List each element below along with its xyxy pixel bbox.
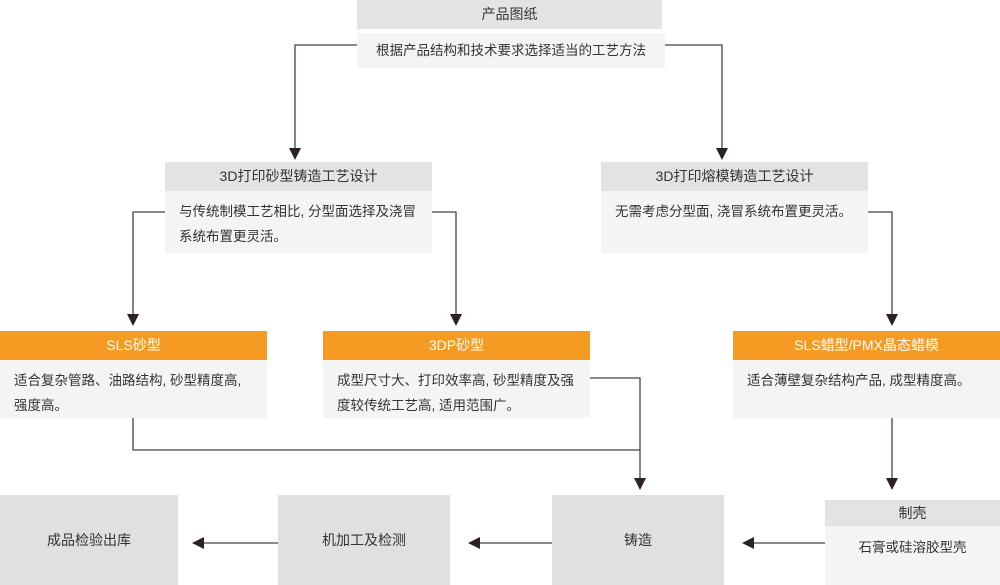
arrowhead-shell xyxy=(886,478,898,490)
arrowhead-machining xyxy=(468,537,480,549)
node-machining-label: 机加工及检测 xyxy=(322,532,406,548)
arrowhead-casting-top xyxy=(634,478,646,490)
arrowhead-sls-wax xyxy=(886,314,898,326)
node-product-drawing-body: 根据产品结构和技术要求选择适当的工艺方法 xyxy=(357,33,665,68)
arrowhead-invest-design xyxy=(716,148,728,160)
node-3dp-sand-body: 成型尺寸大、打印效率高, 砂型精度及强度较传统工艺高, 适用范围广。 xyxy=(323,360,590,418)
arrowhead-3dp-sand xyxy=(450,314,462,326)
node-casting[interactable]: 铸造 xyxy=(552,495,724,585)
node-invest-design[interactable]: 3D打印熔模铸造工艺设计 无需考虑分型面, 浇冒系统布置更灵活。 xyxy=(601,162,868,253)
node-machining[interactable]: 机加工及检测 xyxy=(278,495,450,585)
node-3dp-sand[interactable]: 3DP砂型 成型尺寸大、打印效率高, 砂型精度及强度较传统工艺高, 适用范围广。 xyxy=(323,331,590,418)
wire-sls-to-casting xyxy=(132,418,640,451)
wire-product-to-invest-design xyxy=(665,44,723,150)
wire-invest-design-to-wax xyxy=(868,211,893,316)
node-final-inspection[interactable]: 成品检验出库 xyxy=(0,495,178,585)
arrowhead-sls-sand xyxy=(127,314,139,326)
node-invest-design-header: 3D打印熔模铸造工艺设计 xyxy=(601,162,868,191)
arrowhead-sand-design xyxy=(289,148,301,160)
arrowhead-inspection xyxy=(192,537,204,549)
node-shell-making-body: 石膏或硅溶胶型壳 xyxy=(825,526,1000,585)
node-3dp-sand-header: 3DP砂型 xyxy=(323,331,590,360)
node-sls-sand[interactable]: SLS砂型 适合复杂管路、油路结构, 砂型精度高, 强度高。 xyxy=(0,331,267,418)
node-casting-label: 铸造 xyxy=(624,532,652,548)
node-sand-design-header: 3D打印砂型铸造工艺设计 xyxy=(165,162,432,191)
node-sls-wax[interactable]: SLS蜡型/PMX晶态蜡模 适合薄壁复杂结构产品, 成型精度高。 xyxy=(733,331,1000,418)
node-sls-sand-body: 适合复杂管路、油路结构, 砂型精度高, 强度高。 xyxy=(0,360,267,418)
node-product-drawing-subtitle[interactable]: 根据产品结构和技术要求选择适当的工艺方法 xyxy=(357,33,665,68)
wire-3dp-to-casting xyxy=(590,377,641,480)
node-sand-design[interactable]: 3D打印砂型铸造工艺设计 与传统制模工艺相比, 分型面选择及浇冒系统布置更灵活。 xyxy=(165,162,432,253)
node-shell-making-header: 制壳 xyxy=(825,500,1000,526)
arrowhead-casting-right xyxy=(742,537,754,549)
wire-sand-design-to-3dp xyxy=(432,211,457,316)
node-product-drawing[interactable]: 产品图纸 xyxy=(357,0,662,29)
node-invest-design-body: 无需考虑分型面, 浇冒系统布置更灵活。 xyxy=(601,191,868,253)
node-sand-design-body: 与传统制模工艺相比, 分型面选择及浇冒系统布置更灵活。 xyxy=(165,191,432,253)
wire-sand-design-to-sls xyxy=(132,211,165,316)
wire-product-to-sand-design xyxy=(294,44,357,150)
node-final-inspection-label: 成品检验出库 xyxy=(47,532,131,548)
node-sls-sand-header: SLS砂型 xyxy=(0,331,267,360)
node-shell-making[interactable]: 制壳 石膏或硅溶胶型壳 xyxy=(825,500,1000,585)
node-sls-wax-body: 适合薄壁复杂结构产品, 成型精度高。 xyxy=(733,360,1000,418)
node-sls-wax-header: SLS蜡型/PMX晶态蜡模 xyxy=(733,331,1000,360)
node-product-drawing-header: 产品图纸 xyxy=(357,0,662,29)
